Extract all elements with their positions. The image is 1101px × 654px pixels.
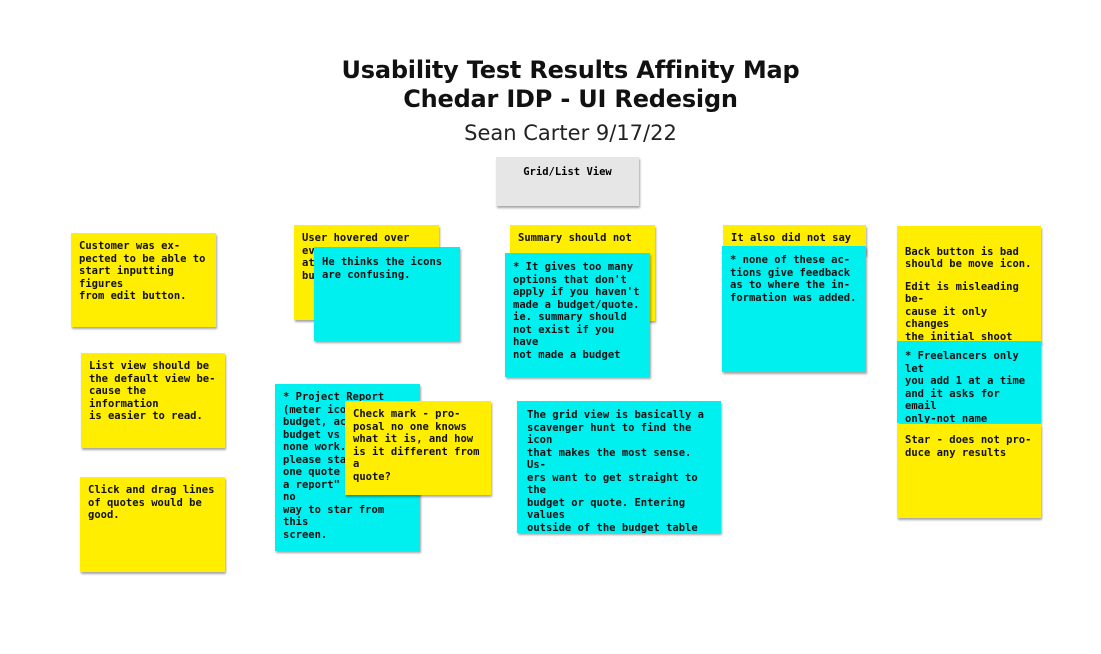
sticky-note[interactable]: Check mark - pro- posal no one knows wha… [345, 401, 491, 495]
sticky-note[interactable]: The grid view is basically a scavenger h… [517, 401, 721, 533]
title-block: Usability Test Results Affinity Map Ched… [0, 56, 1101, 146]
sticky-note[interactable]: Click and drag lines of quotes would be … [80, 477, 225, 572]
sticky-note[interactable]: Customer was ex- pected to be able to st… [71, 233, 216, 327]
author-date: Sean Carter 9/17/22 [464, 121, 677, 145]
sticky-note[interactable]: Star - does not pro- duce any results [897, 424, 1041, 518]
page-title: Usability Test Results Affinity Map [341, 56, 800, 84]
sticky-note[interactable]: * Freelancers only let you add 1 at a ti… [897, 341, 1041, 423]
page-title-line-2: Chedar IDP - UI Redesign [403, 85, 738, 113]
sticky-note[interactable]: * It gives too many options that don't a… [505, 253, 650, 377]
sticky-note[interactable]: Back button is bad should be move icon. … [897, 226, 1041, 343]
sticky-note[interactable]: List view should be the default view be-… [81, 353, 225, 448]
sticky-note[interactable]: He thinks the icons are confusing. [314, 247, 460, 341]
sticky-note-text: Edit is misleading be- cause it only cha… [905, 280, 1019, 343]
category-header[interactable]: Grid/List View [496, 157, 639, 206]
sticky-note-text: Back button is bad should be move icon. [905, 245, 1032, 271]
sticky-note[interactable]: * none of these ac- tions give feedback … [722, 246, 866, 372]
